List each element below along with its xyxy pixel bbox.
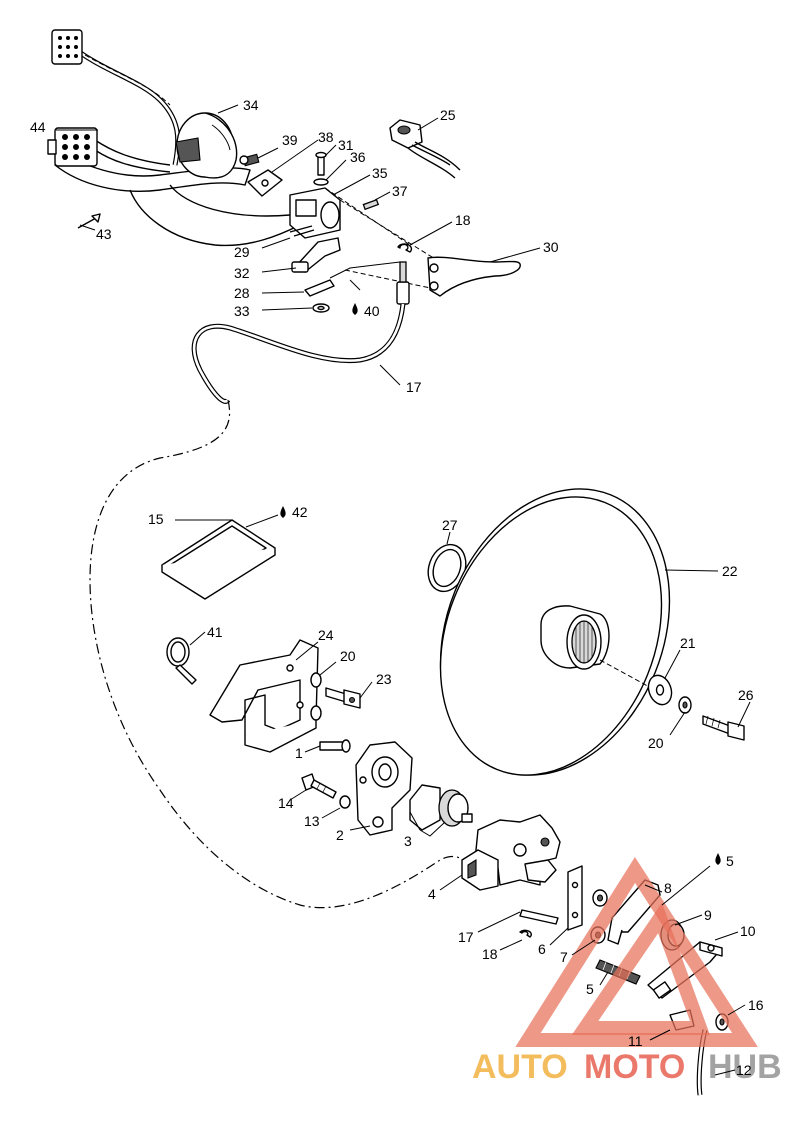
ring-27 (427, 543, 467, 593)
bolt-23 (325, 687, 361, 709)
callout-15: 15 (148, 511, 164, 527)
callout-22: 22 (722, 563, 738, 579)
callout-37: 37 (392, 183, 408, 199)
washer-21 (647, 674, 673, 706)
callout-7: 7 (560, 949, 568, 965)
callout-41: 41 (207, 624, 223, 640)
callout-25: 25 (440, 107, 456, 123)
callout-14: 14 (278, 795, 294, 811)
callout-17b: 17 (458, 929, 474, 945)
callout-34: 34 (243, 97, 259, 113)
callout-17: 17 (406, 379, 422, 395)
oil-drop-icon (280, 506, 286, 518)
bolt-14 (301, 773, 337, 799)
callout-39: 39 (282, 132, 298, 148)
bolt-26 (702, 715, 745, 741)
washer-20a (310, 672, 322, 721)
pin-1 (319, 739, 351, 753)
callout-16: 16 (748, 997, 764, 1013)
washer-13 (339, 795, 351, 809)
callout-20b: 20 (648, 735, 664, 751)
caliper-bracket-2 (355, 741, 413, 836)
callout-12: 12 (736, 1062, 752, 1078)
caliper-4 (461, 814, 561, 891)
callout-5b: 5 (586, 981, 594, 997)
callout-36: 36 (350, 149, 366, 165)
piston-3 (409, 784, 473, 831)
lock-washer-20b (678, 696, 692, 714)
callout-35: 35 (372, 165, 388, 181)
circlip-18 (397, 243, 413, 253)
callout-18b: 18 (482, 946, 498, 962)
cable-route (89, 399, 471, 909)
watermark-hub: HUB (708, 1048, 782, 1086)
pad-15 (161, 519, 276, 600)
cable-tie-43 (77, 213, 101, 229)
callout-13: 13 (304, 813, 320, 829)
callout-labels: 34 39 38 31 36 35 37 25 18 30 44 43 29 3… (30, 97, 764, 1078)
callout-21: 21 (680, 635, 696, 651)
callout-26: 26 (738, 687, 754, 703)
cable-tie-41 (166, 637, 197, 685)
bracket-24 (209, 639, 319, 753)
callout-38: 38 (318, 129, 334, 145)
callout-11: 11 (628, 1033, 643, 1049)
callout-20a: 20 (340, 648, 356, 664)
callout-4: 4 (428, 886, 436, 902)
harness-top-connector (51, 29, 83, 65)
callout-44: 44 (30, 119, 46, 135)
callout-30: 30 (543, 239, 559, 255)
switch-assembly (89, 112, 521, 909)
lever-32 (291, 237, 341, 273)
throttle-lever-30 (427, 256, 521, 297)
callout-33: 33 (234, 303, 250, 319)
callout-3: 3 (404, 833, 412, 849)
callout-28: 28 (234, 285, 250, 301)
throttle-cable-17 (191, 261, 410, 404)
callout-1: 1 (295, 745, 303, 761)
wiring-harness (47, 29, 301, 247)
callout-40: 40 (364, 303, 380, 319)
grip-34 (175, 112, 238, 179)
callout-42: 42 (292, 504, 308, 520)
watermark-auto: AUTO (472, 1048, 568, 1086)
oil-drop-icon (715, 853, 721, 865)
connector-44 (47, 127, 98, 167)
switch-housing-35 (289, 187, 341, 239)
callout-29: 29 (234, 244, 250, 260)
kill-switch-25 (389, 119, 461, 179)
callout-24: 24 (318, 627, 334, 643)
callout-8: 8 (664, 880, 672, 896)
callout-31: 31 (338, 137, 354, 153)
pin-37 (362, 198, 380, 211)
callout-10: 10 (740, 923, 756, 939)
callout-43: 43 (96, 226, 112, 242)
oil-drop-icon (352, 303, 358, 315)
rod-17b (519, 909, 559, 925)
callout-23: 23 (376, 671, 392, 687)
watermark-logo: AUTO MOTO HUB (472, 856, 782, 1086)
callout-5a: 5 (726, 853, 734, 869)
screw-31 (315, 151, 327, 176)
washer-36 (313, 178, 329, 186)
callout-2: 2 (336, 827, 344, 843)
leader-lines (56, 104, 751, 1076)
plate-6 (567, 865, 583, 931)
watermark-moto: MOTO (584, 1048, 685, 1086)
callout-9: 9 (704, 907, 712, 923)
callout-27: 27 (442, 517, 458, 533)
screw-39 (239, 153, 260, 167)
brake-disc-22 (439, 488, 671, 776)
circlip-18b (519, 929, 532, 938)
callout-32: 32 (234, 265, 250, 281)
callout-18: 18 (455, 212, 471, 228)
bracket-28 (304, 279, 335, 297)
spring-29 (289, 225, 315, 237)
callout-6: 6 (538, 941, 546, 957)
